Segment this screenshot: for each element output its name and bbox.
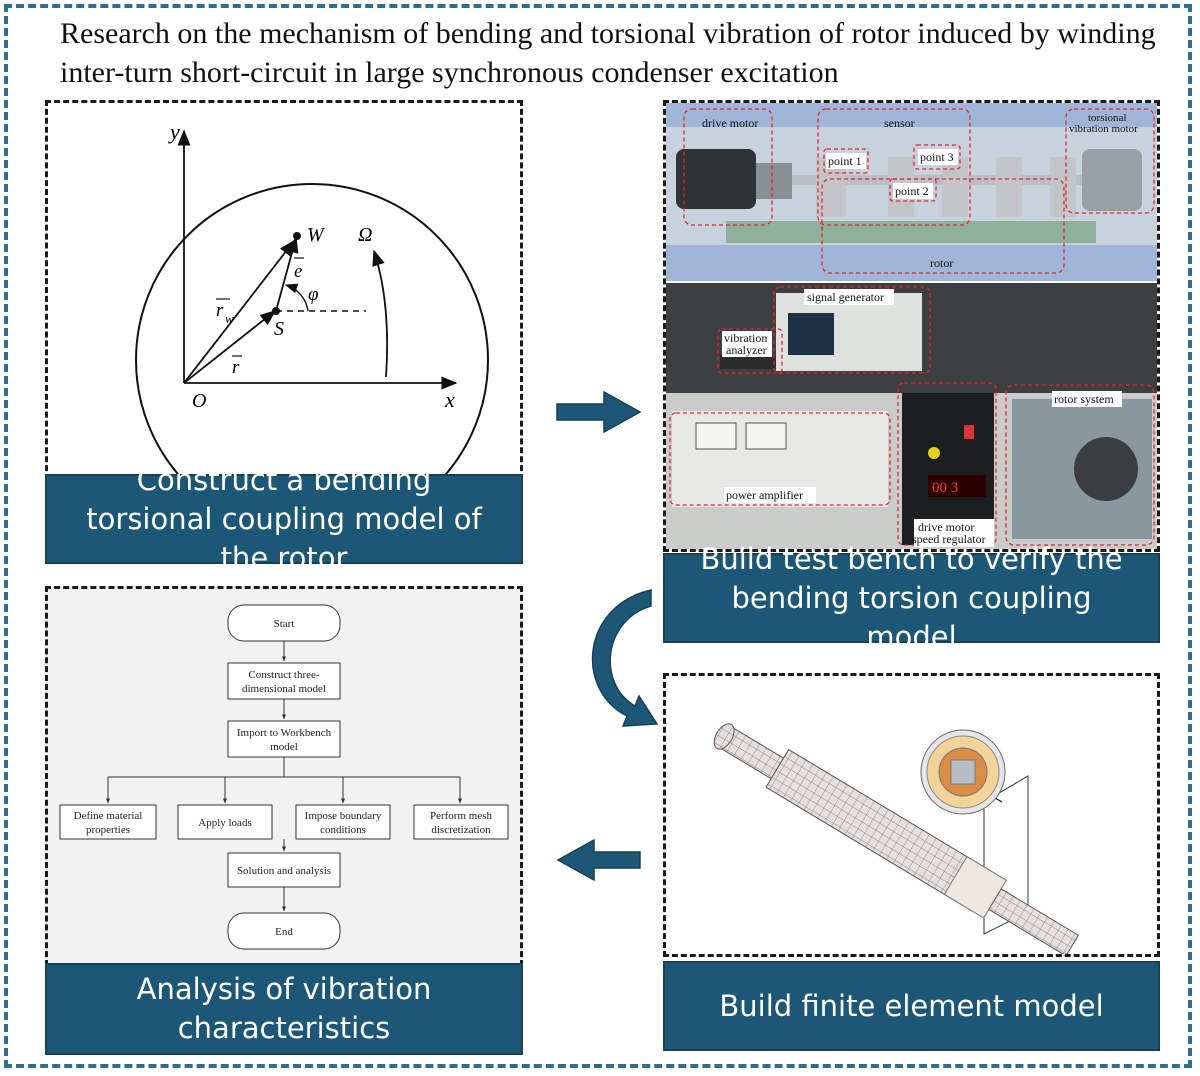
flow-solution: Solution and analysis (237, 865, 331, 877)
rw-subscript: w (225, 311, 234, 326)
flow-construct-2: dimensional model (242, 683, 326, 695)
r-label: r (232, 357, 240, 378)
outer-dashed-border (4, 4, 1192, 1068)
end-node (227, 912, 341, 950)
drive-motor-label: drive motor (702, 116, 758, 130)
y-axis-label: y (168, 119, 180, 144)
flow-define-2: properties (86, 824, 130, 836)
analysis-flowchart: Start Construct three- dimensional model… (59, 604, 509, 950)
omega-label: Ω (358, 224, 372, 246)
phi-arc (284, 283, 309, 312)
page-title: Research on the mechanism of bending and… (60, 17, 1156, 89)
rotor-system-label: rotor system (1054, 392, 1114, 406)
vibration-label: vibration (724, 331, 767, 345)
S-label: S (274, 318, 284, 340)
point-3-label: point 3 (920, 150, 954, 164)
test-bench-photo: drive motor sensor torsional vibration m… (666, 103, 1157, 549)
flow-start: Start (274, 618, 295, 630)
flow-impose-1: Impose boundary (305, 810, 382, 822)
phi-label: φ (308, 284, 319, 305)
flow-apply: Apply loads (198, 817, 251, 829)
e-label: e (294, 261, 302, 282)
sensor-label: sensor (884, 116, 915, 130)
rotor-label: rotor (930, 256, 953, 270)
point-W (293, 232, 301, 240)
r-vector (183, 309, 277, 384)
model-panel: y x O W S Ω φ e r r w (45, 100, 523, 537)
x-axis-label: x (444, 387, 455, 412)
analyzer-label: analyzer (726, 343, 767, 357)
torsional-label: torsional (1088, 112, 1127, 124)
flow-import-1: Import to Workbench (237, 727, 332, 739)
speed-regulator-label-1: drive motor (918, 520, 974, 534)
rotor-coordinate-diagram: y x O W S Ω φ e r r w (135, 119, 489, 537)
speed-regulator-label-2: speed regulator (912, 532, 986, 546)
right-arrow (556, 390, 642, 434)
flow-define-1: Define material (74, 810, 143, 822)
fem-panel (663, 673, 1160, 957)
e-vector (275, 236, 299, 312)
flow-end: End (275, 926, 293, 938)
speed-display: 00 3 (932, 480, 958, 496)
flow-banner: Analysis of vibration characteristics (45, 963, 523, 1055)
signal-generator-label: signal generator (807, 290, 884, 304)
start-node (227, 604, 341, 642)
vibration-motor-label: vibration motor (1069, 123, 1138, 135)
flow-panel: Start Construct three- dimensional model… (45, 586, 523, 966)
W-label: W (307, 224, 326, 246)
bench-banner: Build test bench to verify the bending t… (663, 542, 1160, 654)
flow-mesh-1: Perform mesh (430, 810, 493, 822)
flow-construct-1: Construct three- (248, 669, 320, 681)
power-amplifier-label: power amplifier (726, 488, 803, 502)
point-2-label: point 2 (895, 184, 929, 198)
curved-arrow (591, 589, 659, 727)
point-1-label: point 1 (828, 154, 862, 168)
flow-mesh-2: discretization (431, 824, 491, 836)
omega-arc (372, 249, 389, 378)
rw-vector (183, 239, 295, 384)
rw-label: r (216, 300, 224, 321)
left-arrow (556, 838, 641, 882)
flow-impose-2: conditions (320, 824, 366, 836)
finite-element-rotor (713, 723, 1080, 957)
fem-banner: Build finite element model (663, 961, 1160, 1051)
flow-import-2: model (270, 741, 298, 753)
bench-panel: drive motor sensor torsional vibration m… (663, 100, 1160, 552)
origin-label: O (192, 390, 206, 412)
model-banner: Construct a bending torsional coupling m… (45, 463, 523, 575)
